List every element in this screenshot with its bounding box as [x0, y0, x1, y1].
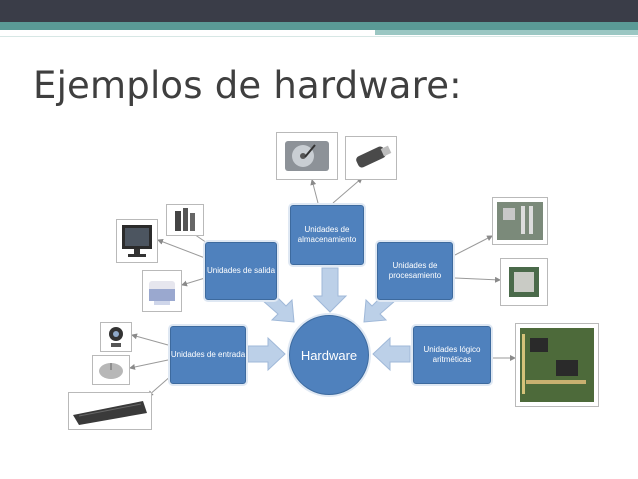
arrow-left — [372, 336, 411, 372]
speaker-icon — [166, 204, 204, 236]
top-bar — [0, 0, 638, 22]
link-webcam — [131, 333, 169, 346]
hard-disk-icon — [276, 132, 338, 180]
arrow-right — [247, 336, 286, 372]
link-mouse — [129, 359, 169, 370]
top-accent-bar — [0, 22, 638, 30]
node-procesamiento: Unidades de procesamiento — [375, 240, 455, 302]
link-cpu — [454, 276, 501, 283]
arrow-down — [312, 267, 348, 313]
node-entrada: Unidades de entrada — [168, 324, 248, 386]
mouse-icon — [92, 355, 130, 385]
circuit-board-icon — [515, 323, 599, 407]
keyboard-icon — [68, 392, 152, 430]
monitor-icon — [116, 219, 158, 263]
node-logico: Unidades lógico aritméticas — [411, 324, 493, 386]
top-divider — [0, 36, 638, 37]
node-hardware: Hardware — [287, 313, 371, 397]
node-salida: Unidades de salida — [203, 240, 279, 302]
printer-icon — [142, 270, 182, 312]
motherboard-icon — [492, 197, 548, 245]
node-almacenamiento: Unidades de almacenamiento — [288, 203, 366, 267]
link-printer — [181, 277, 206, 287]
link-usb — [332, 177, 363, 204]
slide-title: Ejemplos de hardware: — [33, 64, 462, 107]
cpu-chip-icon — [500, 258, 548, 306]
link-motherboard — [454, 235, 493, 256]
webcam-icon — [100, 322, 132, 352]
top-accent-stripe — [375, 30, 638, 35]
link-disk — [310, 179, 319, 204]
link-monitor — [157, 238, 206, 259]
usb-drive-icon — [345, 136, 397, 180]
